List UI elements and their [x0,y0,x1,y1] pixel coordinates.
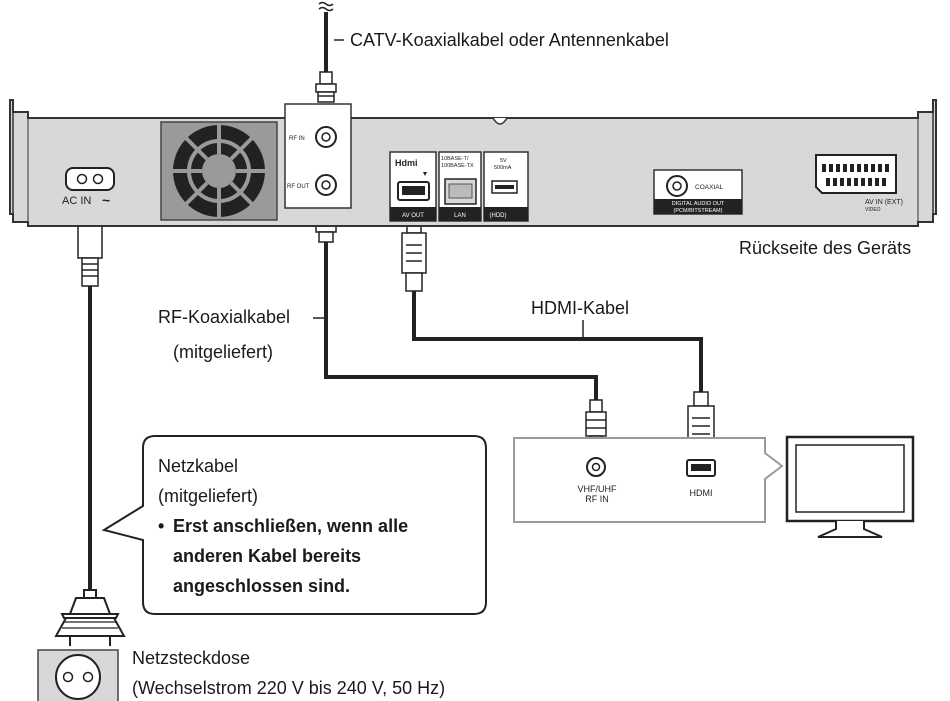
device-rear-label: Rückseite des Geräts [739,238,912,258]
video-sub-label: VIDEO [865,207,881,213]
lan-spec-line2: 100BASE-TX [441,163,474,169]
catv-cable-label: CATV-Koaxialkabel oder Antennenkabel [350,30,669,50]
callout-title: Netzkabel [158,456,239,476]
callout-note-line1: Erst anschließen, wenn alle [173,516,409,536]
rf-panel [284,103,352,209]
pcm-bitstream-label: (PCM/BITSTREAM) [674,208,723,214]
usb-port-panel [483,151,529,222]
tv-vhf-label: VHF/UHF [578,484,617,494]
rf-cable-label-line1: RF-Koaxialkabel [158,307,291,327]
ac-symbol: ~ [102,192,110,208]
callout-bullet: • [158,516,165,536]
coaxial-port-panel [653,169,743,215]
power-outlet-label: Netzsteckdose [132,648,251,668]
hdmi-cable-label: HDMI-Kabel [531,298,630,318]
hdmi-connector-recorder [401,220,427,292]
scart-port [815,154,897,194]
hdmi-cable-line [412,290,703,395]
usb-spec-line2: 500mA [494,165,512,171]
catv-connector [315,71,337,103]
lan-label: LAN [454,213,466,219]
digital-audio-label: DIGITAL AUDIO OUT [672,201,725,207]
lan-port-panel [438,151,482,222]
hdmi-logo: Hdmi [395,158,418,168]
av-out-label: AV OUT [402,213,424,219]
tv-icon [785,435,915,538]
callout-note-line3: angeschlossen sind. [173,576,351,596]
tv-port-box [513,437,784,523]
av-in-label: AV IN (EXT) [865,199,903,206]
hdmi-port-panel [389,151,437,222]
power-socket-icon [37,649,119,701]
callout-bubble [101,435,487,615]
tv-hdmi-label: HDMI [690,488,713,498]
rf-out-port-label: RF OUT [287,184,310,190]
power-plug-icon [54,589,126,646]
rf-in-port-label: RF IN [289,136,305,142]
coaxial-label: COAXIAL [695,184,724,191]
lan-spec-line1: 10BASE-T/ [441,156,469,162]
rf-coax-cable-line [324,240,598,402]
usb-spec-line1: 5V [500,158,507,164]
callout-subtitle: (mitgeliefert) [158,486,259,506]
hdd-label: (HDD) [490,213,507,219]
fan-grille-icon [160,121,278,221]
rf-cable-label-line2: (mitgeliefert) [173,342,274,362]
power-outlet-spec: (Wechselstrom 220 V bis 240 V, 50 Hz) [132,678,446,698]
tv-rf-in-label: RF IN [585,494,609,504]
callout-note-line2: anderen Kabel bereits [173,546,362,566]
ac-in-socket [65,167,115,191]
ac-in-label: AC IN [62,195,91,207]
antenna-tilde-icon [318,1,334,12]
